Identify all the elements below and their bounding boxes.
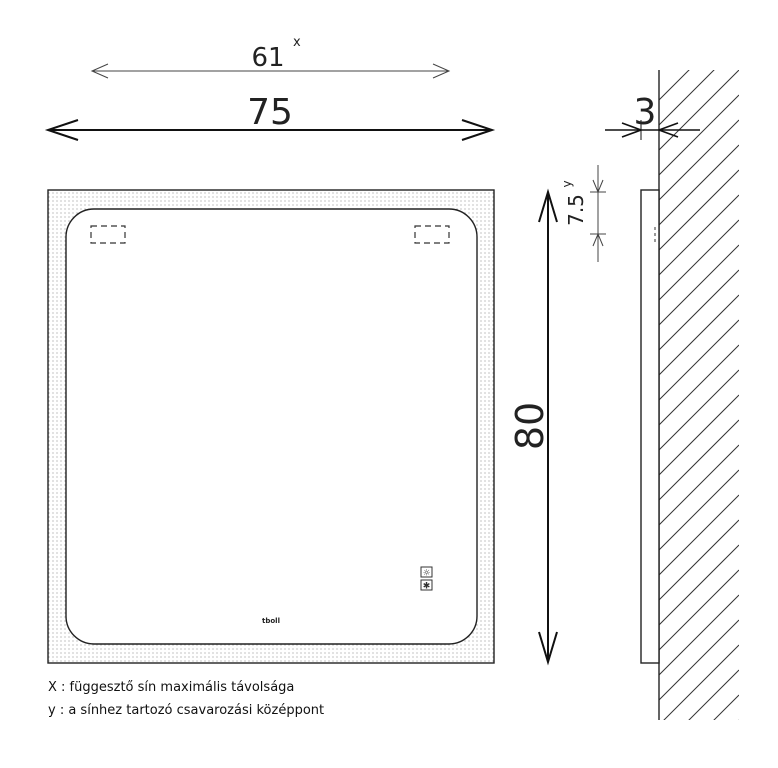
note-y: y : a sínhez tartozó csavarozási középpo… — [48, 703, 325, 718]
svg-text:☼: ☼ — [422, 569, 430, 579]
note-x: X : függesztő sín maximális távolsága — [48, 680, 295, 695]
height-label: 80 — [508, 402, 552, 450]
mirror-side-profile — [640, 189, 660, 664]
touch-switch: ☼ ✱ — [420, 566, 433, 592]
mirror-glass — [65, 208, 478, 645]
screw-offset-label: 7.5 — [564, 194, 588, 226]
rail-width-label: 61 — [251, 43, 284, 73]
total-width-label: 75 — [247, 92, 293, 133]
depth-label: 3 — [634, 92, 657, 133]
dimension-total-width: 75 — [44, 92, 496, 141]
screw-offset-note: y — [560, 180, 574, 187]
hanging-bracket-right — [414, 225, 450, 244]
dimension-depth: 3 — [605, 92, 700, 140]
dimension-rail-width: 61 x — [90, 35, 451, 79]
dimension-height: 80 — [508, 188, 558, 666]
brand-logo: tboll — [262, 617, 280, 625]
antifog-switch-icon — [420, 579, 433, 591]
light-switch-icon — [420, 566, 433, 578]
side-view: 3 — [605, 70, 739, 720]
hanging-bracket-left — [90, 225, 126, 244]
svg-text:✱: ✱ — [423, 582, 431, 592]
rail-width-note: x — [293, 35, 301, 50]
front-view: ☼ ✱ tboll — [47, 189, 495, 664]
dimension-screw-offset: 7.5 y — [560, 165, 606, 262]
wall-hatching — [659, 70, 739, 720]
